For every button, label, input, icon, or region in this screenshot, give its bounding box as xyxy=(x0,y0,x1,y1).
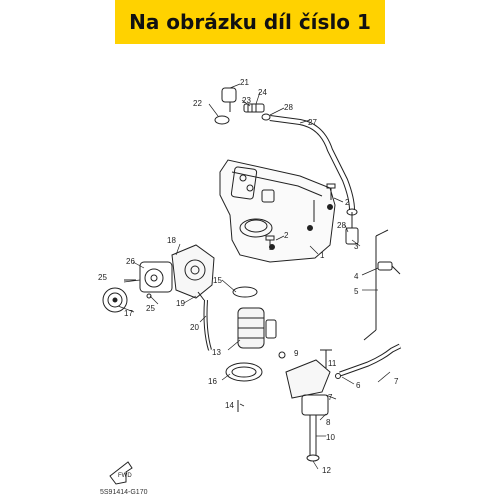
fuel-tank[interactable] xyxy=(219,159,336,263)
callout-23: 23 xyxy=(242,96,251,105)
callout-13: 13 xyxy=(212,348,221,357)
callout-22: 22 xyxy=(193,99,202,108)
fwd-arrow-icon: FWD xyxy=(109,461,133,485)
callout-2: 2 xyxy=(284,231,289,240)
banner-text: Na obrázku díl číslo 1 xyxy=(129,10,371,34)
callout-21: 21 xyxy=(240,78,249,87)
callout-11: 11 xyxy=(328,359,337,368)
part-number-banner: Na obrázku díl číslo 1 xyxy=(115,0,385,44)
leader-lines xyxy=(117,83,391,470)
fuel-pump-assembly[interactable] xyxy=(102,244,215,351)
tank-bolt[interactable] xyxy=(265,183,336,250)
callout-28: 28 xyxy=(337,221,346,230)
callout-labels: 1 2 2 3 4 5 6 7 7 8 9 10 11 12 13 14 15 … xyxy=(98,78,399,475)
callout-16: 16 xyxy=(208,377,217,386)
callout-14: 14 xyxy=(225,401,234,410)
callout-20: 20 xyxy=(190,323,199,332)
callout-25: 25 xyxy=(146,304,155,313)
callout-4: 4 xyxy=(354,272,359,281)
callout-26: 26 xyxy=(126,257,135,266)
callout-1: 1 xyxy=(320,251,325,260)
drawing-code: 5S91414-G170 xyxy=(100,489,148,496)
fuel-pump-module[interactable] xyxy=(225,286,277,412)
callout-15: 15 xyxy=(213,276,222,285)
callout-2: 2 xyxy=(345,198,350,207)
callout-27: 27 xyxy=(308,118,317,127)
callout-18: 18 xyxy=(167,236,176,245)
vent-valve[interactable] xyxy=(345,208,401,341)
callout-7: 7 xyxy=(328,393,333,402)
fuel-filter-assembly[interactable] xyxy=(278,343,402,462)
callout-17: 17 xyxy=(124,309,133,318)
fwd-label: FWD xyxy=(118,473,132,479)
callout-12: 12 xyxy=(322,466,331,475)
callout-19: 19 xyxy=(176,299,185,308)
breather-hose[interactable] xyxy=(269,115,355,211)
callout-10: 10 xyxy=(326,433,335,442)
callout-24: 24 xyxy=(258,88,267,97)
callout-3: 3 xyxy=(354,242,359,251)
callout-5: 5 xyxy=(354,287,359,296)
callout-7: 7 xyxy=(394,377,399,386)
callout-25: 25 xyxy=(98,273,107,282)
callout-9: 9 xyxy=(294,349,299,358)
hose-fitting[interactable] xyxy=(214,87,271,125)
callout-8: 8 xyxy=(326,418,331,427)
callout-28: 28 xyxy=(284,103,293,112)
callout-6: 6 xyxy=(356,381,361,390)
